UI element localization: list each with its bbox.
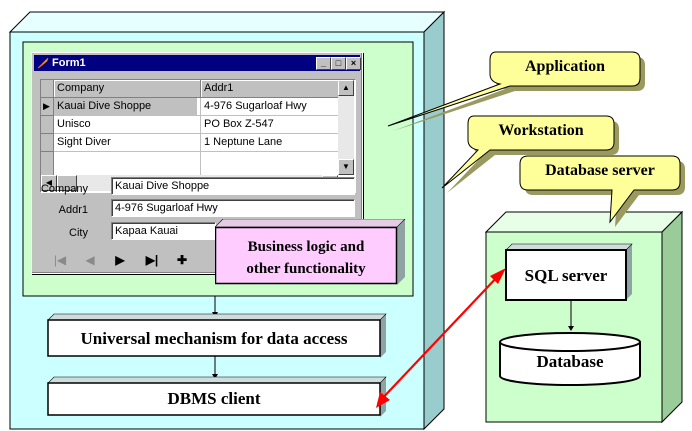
grid-corner — [41, 80, 54, 98]
nav-first-button[interactable]: |◀ — [53, 253, 67, 267]
nav-prior-button[interactable]: ◀ — [85, 253, 95, 267]
business-logic-box-graphic — [215, 219, 406, 285]
table-cell[interactable]: Sight Diver — [57, 136, 111, 148]
company-field[interactable]: Kauai Dive Shoppe — [111, 177, 355, 195]
scroll-thumb[interactable] — [57, 175, 77, 191]
application-callout-label: Application — [524, 58, 605, 75]
form1-title: Form1 — [52, 57, 86, 69]
workstation-callout-label: Workstation — [498, 122, 584, 139]
sql-box-shadow — [626, 244, 632, 300]
scroll-down-icon[interactable]: ▼ — [338, 159, 354, 175]
nav-insert-button[interactable]: ✚ — [176, 253, 188, 267]
dbms-box-top — [47, 376, 387, 384]
addr1-field[interactable]: 4-976 Sugarloaf Hwy — [111, 199, 355, 217]
business-logic-line-1: Business logic and — [247, 239, 365, 255]
scroll-up-icon[interactable]: ▲ — [338, 80, 354, 96]
addr1-label: Addr1 — [58, 204, 88, 216]
workstation-callout — [441, 115, 615, 189]
connector-arrowhead — [212, 374, 218, 379]
application-callout — [387, 51, 641, 127]
close-button[interactable]: × — [346, 57, 361, 70]
workstation-side-face — [423, 10, 445, 431]
scroll-left-icon[interactable]: ◀ — [41, 175, 57, 191]
server-top-face — [484, 211, 684, 233]
database-server-callout-label: Database server — [545, 162, 655, 179]
vertical-scrollbar[interactable]: ▲ ▼ — [338, 80, 354, 175]
form1-titlebar[interactable]: Form1 _ □ × — [34, 55, 361, 71]
city-label: City — [69, 227, 88, 239]
city-field[interactable]: Kapaa Kauai — [111, 222, 216, 240]
universal-box-shadow — [380, 314, 386, 358]
maximize-button[interactable]: □ — [331, 57, 346, 70]
form1-window: Form1 _ □ × Company Addr1 ▶ Kauai Dive S… — [31, 52, 363, 274]
workstation-top-face — [8, 11, 446, 33]
server-side-face — [661, 210, 683, 424]
grid-row-divider — [54, 151, 338, 152]
column-header-addr1[interactable]: Addr1 — [201, 80, 339, 98]
row-indicator — [41, 152, 54, 176]
table-cell[interactable]: 1 Neptune Lane — [204, 136, 283, 148]
connector-arrowhead — [568, 326, 574, 331]
database-server-callout — [519, 155, 681, 224]
dbms-client-label: DBMS client — [167, 389, 261, 408]
grid-row-divider — [54, 115, 338, 116]
database-cylinder-top — [499, 332, 641, 352]
database-label: Database — [536, 352, 604, 371]
minimize-button[interactable]: _ — [316, 57, 331, 70]
selected-cell — [54, 98, 197, 115]
nav-last-button[interactable]: ▶| — [145, 253, 159, 267]
row-indicator[interactable] — [41, 134, 54, 152]
nav-next-button[interactable]: ▶ — [115, 253, 125, 267]
grid-row-divider — [54, 133, 338, 134]
grid-column-divider — [200, 98, 201, 175]
business-logic-line-2: other functionality — [246, 261, 366, 277]
row-indicator[interactable]: ▶ — [41, 98, 54, 116]
sql-server-label: SQL server — [524, 266, 608, 285]
current-row-arrow-icon: ▶ — [43, 101, 50, 111]
universal-mechanism-label: Universal mechanism for data access — [80, 329, 348, 348]
link-arrowhead-top — [490, 268, 506, 284]
business-logic-label: Business logic and other functionality — [215, 236, 397, 280]
table-cell[interactable]: Kauai Dive Shoppe — [57, 100, 152, 112]
table-cell[interactable]: 4-976 Sugarloaf Hwy — [204, 100, 307, 112]
database-cylinder-body — [499, 342, 641, 386]
column-header-company[interactable]: Company — [54, 80, 201, 98]
link-arrowhead-bottom — [376, 392, 390, 408]
company-label: Company — [40, 183, 88, 195]
universal-box — [47, 319, 381, 357]
table-cell[interactable]: Unisco — [57, 118, 91, 130]
data-grid[interactable]: Company Addr1 ▶ Kauai Dive Shoppe 4-976 … — [40, 79, 356, 193]
business-logic-box-group: Business logic and other functionality — [215, 219, 406, 285]
row-indicator[interactable] — [41, 116, 54, 134]
universal-box-top — [47, 313, 387, 321]
table-cell[interactable]: PO Box Z-547 — [204, 118, 274, 130]
sql-server-box — [505, 249, 627, 301]
dbms-sql-link — [377, 273, 501, 404]
dbms-client-box — [47, 382, 381, 416]
app-feather-icon — [37, 57, 49, 69]
